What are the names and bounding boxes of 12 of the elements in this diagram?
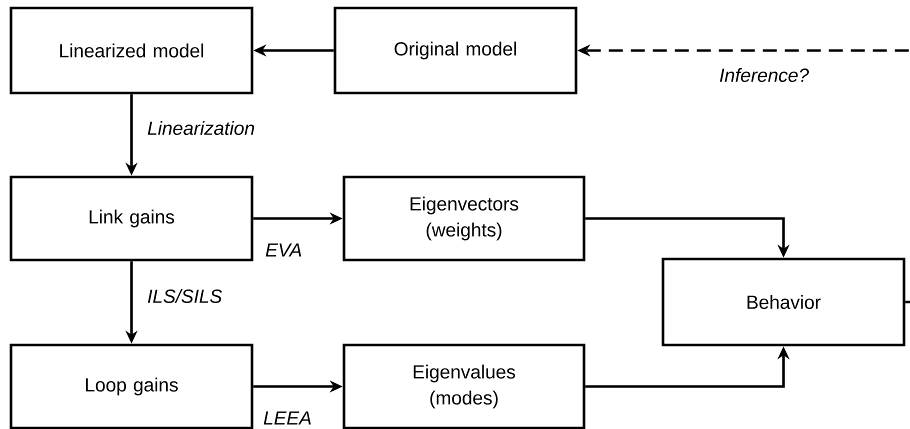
edge-label: Linearization: [146, 120, 256, 136]
process-box: Eigenvalues (modes): [342, 344, 586, 429]
edge-label: Inference?: [718, 67, 810, 83]
edge-label: EVA: [264, 242, 304, 258]
process-box: Original model: [334, 6, 578, 94]
process-box: Behavior: [662, 258, 906, 346]
edge-label: ILS/SILS: [146, 288, 224, 304]
process-box: Link gains: [10, 176, 254, 262]
process-box: Loop gains: [10, 344, 254, 429]
process-box: Linearized model: [10, 6, 254, 94]
process-box: Eigenvectors (weights): [342, 176, 586, 262]
edge-label: LEEA: [262, 410, 313, 426]
